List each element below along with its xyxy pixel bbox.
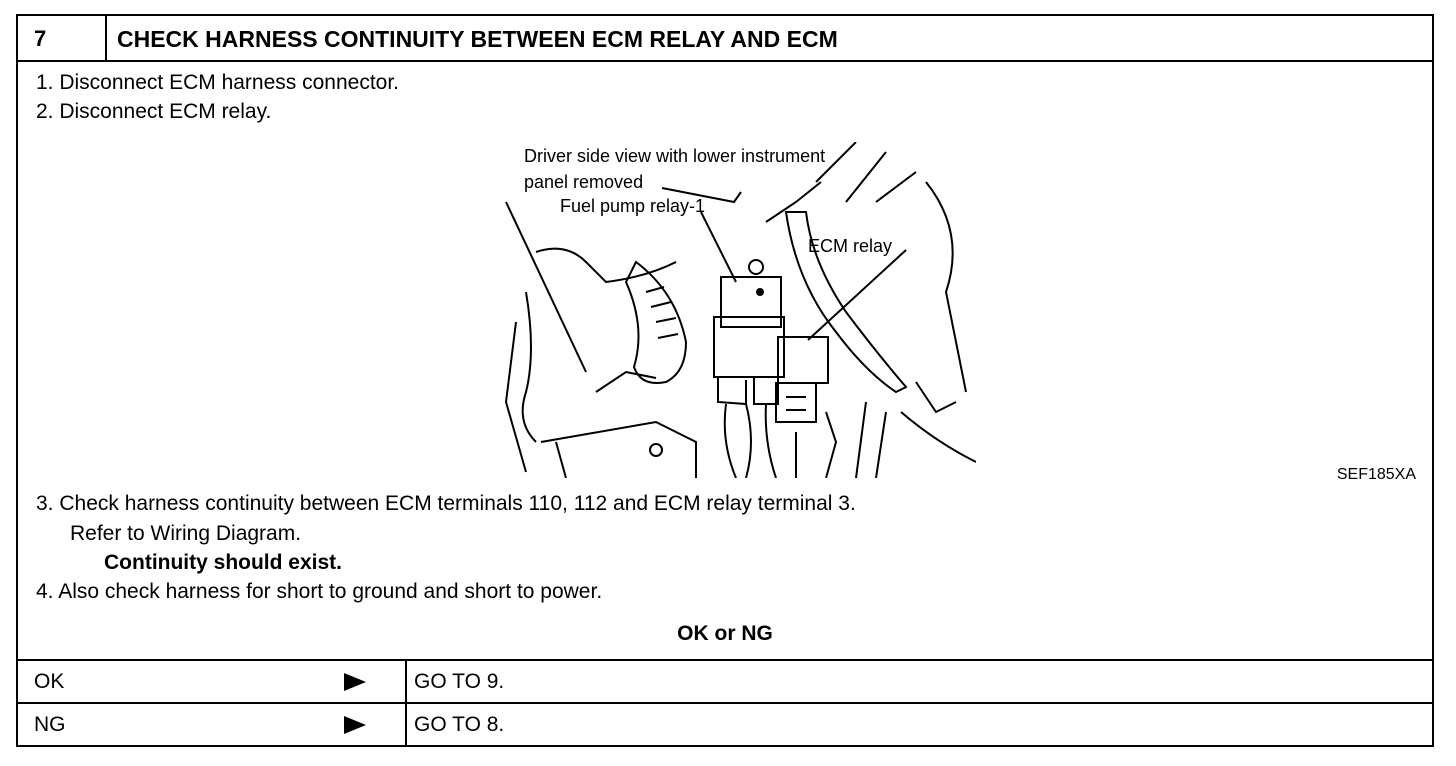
figure-label-view-2: panel removed xyxy=(524,172,643,192)
result-label: OK xyxy=(34,670,65,693)
figure-label-view-1: Driver side view with lower instrument xyxy=(524,146,825,166)
result-row-ok: OK GO TO 9. xyxy=(18,659,1432,702)
instruction-4: 4. Also check harness for short to groun… xyxy=(36,580,603,603)
step-number: 7 xyxy=(18,16,107,62)
figure-label-ecm-relay: ECM relay xyxy=(808,236,892,256)
result-label: NG xyxy=(34,713,66,736)
instruction-3: 3. Check harness continuity between ECM … xyxy=(36,492,856,515)
figure-label-fuel-pump-relay: Fuel pump relay-1 xyxy=(560,196,705,216)
arrow-right-icon xyxy=(344,716,366,734)
figure-code: SEF185XA xyxy=(1336,466,1416,483)
step-title: CHECK HARNESS CONTINUITY BETWEEN ECM REL… xyxy=(107,16,1432,62)
arrow-right-icon xyxy=(344,673,366,691)
instruction-3-reference: Refer to Wiring Diagram. xyxy=(70,522,302,545)
result-action: GO TO 8. xyxy=(414,713,505,736)
instruction-1: 1. Disconnect ECM harness connector. xyxy=(36,71,400,94)
result-row-ng: NG GO TO 8. xyxy=(18,702,1432,745)
instruction-2: 2. Disconnect ECM relay. xyxy=(36,100,272,123)
relay-location-illustration: Driver side view with lower instrument p… xyxy=(504,142,976,478)
result-header: OK or NG xyxy=(677,622,773,645)
continuity-spec: Continuity should exist. xyxy=(104,551,343,574)
result-action: GO TO 9. xyxy=(414,670,505,693)
procedure-table: 7 CHECK HARNESS CONTINUITY BETWEEN ECM R… xyxy=(16,14,1434,747)
